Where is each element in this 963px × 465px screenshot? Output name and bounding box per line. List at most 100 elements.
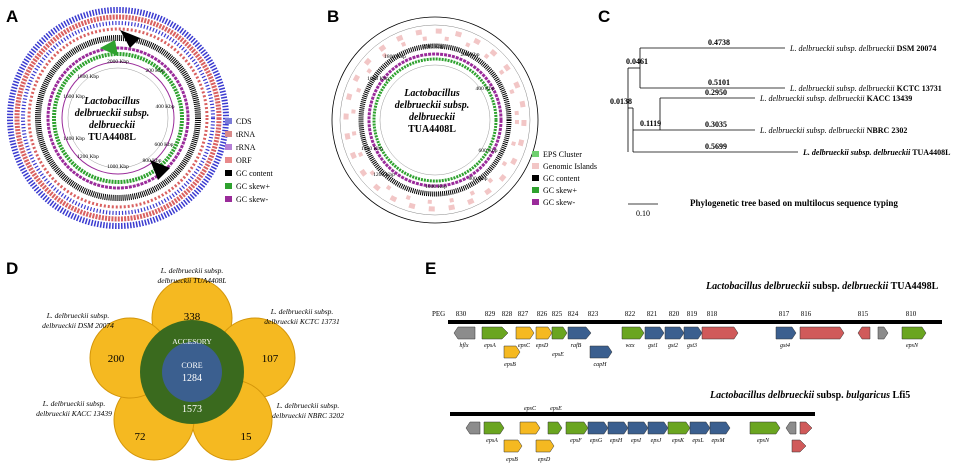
peg-number: 827	[518, 310, 529, 318]
petal-title: delbrueckii NBRC 3202	[272, 411, 344, 420]
gene-epsE	[551, 326, 568, 340]
panel-b-genome-map	[331, 16, 539, 224]
tick-label: 1000 Kbp	[107, 164, 129, 170]
peg-number: 829	[485, 310, 496, 318]
core-label: CORE	[181, 361, 202, 370]
gene-gst1	[644, 326, 665, 340]
panel-c-labels: 0.4738 0.5101 0.2950 0.3035 0.5699 0.046…	[610, 38, 950, 218]
petal-count: 72	[135, 431, 146, 443]
panel-c-letter: C	[598, 7, 610, 26]
internal-node-value: 0.1119	[640, 119, 661, 128]
tree-caption: Phylogenetic tree based on multilocus se…	[690, 198, 898, 208]
panel-a-title-line1: Lactobacillus	[83, 96, 140, 107]
cluster-2-genes	[465, 421, 813, 453]
panel-b-legend: EPS Cluster Genomic Islands GC content G…	[532, 150, 597, 207]
petal-title: delbrueckii KCTC 13731	[264, 317, 339, 326]
tick-label: 400 Kbp	[155, 104, 174, 110]
peg-number: 821	[647, 310, 658, 318]
panel-d-letter: D	[6, 259, 18, 278]
peg-number: 819	[687, 310, 698, 318]
petal-count: 338	[184, 311, 201, 323]
gene-epsA	[481, 326, 509, 340]
tick-label: 200 Kbp	[460, 52, 479, 58]
petal-title: delbrueckii DSM 20074	[42, 321, 114, 330]
gene-label: gst1	[648, 343, 658, 349]
legend-gc-skew-minus: GC skew-	[236, 195, 269, 204]
panel-b-title-line2: delbrueckii subsp.	[395, 100, 469, 111]
gene-label: wzx	[626, 343, 635, 349]
petal-count: 200	[108, 353, 125, 365]
peg-number: 823	[588, 310, 599, 318]
cluster-2-gene-labels: epsA epsB epsC epsD epsE epsF epsG epsH …	[486, 406, 770, 463]
core-count: 1284	[182, 373, 202, 384]
cluster-title-2: Lactobacillus delbrueckii subsp. bulgari…	[709, 390, 910, 401]
peg-number: 815	[858, 310, 869, 318]
gene-capH	[589, 345, 613, 359]
legend-genomic-islands: Genomic Islands	[543, 162, 597, 171]
gene-label: hflx	[460, 342, 469, 349]
gene-label: epsI	[631, 438, 642, 444]
branch-length: 0.2950	[705, 88, 727, 97]
tick-label: 1600 Kbp	[367, 76, 389, 82]
accessory-count: 1573	[182, 404, 202, 415]
tick-label: 800 Kbp	[142, 158, 161, 164]
tick-label: 600 Kbp	[154, 142, 173, 148]
tick-label: 800 Kbp	[468, 176, 487, 182]
panel-d-labels: ACCESORY CORE 1284 1573 338 107 15 72 20…	[36, 266, 344, 443]
gene-label: epsC	[518, 343, 531, 349]
branch-length: 0.3035	[705, 120, 727, 129]
tick-label: 200 Kbp	[145, 68, 164, 74]
taxon-kacc13439: L. delbrueckii subsp. delbrueckii KACC 1…	[759, 94, 912, 103]
petal-title: L. delbrueckii subsp.	[42, 399, 106, 408]
gene-815	[857, 326, 871, 340]
tree-scale-label: 0.10	[636, 209, 650, 218]
legend-gc-skew-plus: GC skew+	[543, 186, 578, 195]
gene-label: gst3	[687, 343, 697, 349]
panel-c-tree	[627, 47, 798, 205]
panel-a-legend: CDS tRNA rRNA ORF GC content GC skew+ GC…	[225, 117, 273, 204]
gene-label: epsE	[550, 406, 562, 412]
gene-label: epsL	[692, 438, 704, 444]
legend-trna: tRNA	[236, 130, 255, 139]
gene-label: epsG	[590, 438, 603, 444]
gene-gst3	[683, 326, 703, 340]
panel-a-letter: A	[6, 7, 18, 26]
tick-label: 1800 Kbp	[384, 54, 406, 60]
gene-label: epsA	[484, 343, 496, 349]
branch-length: 0.4738	[708, 38, 730, 47]
taxon-tua4408l: L. delbrueckii subsp. delbrueckii TUA440…	[802, 148, 950, 157]
tick-label: 1600 Kbp	[63, 94, 85, 100]
legend-orf: ORF	[236, 156, 252, 165]
peg-label: PEG	[432, 310, 445, 318]
tick-label: 2000 Kbp	[107, 59, 129, 65]
internal-node-value: 0.0461	[626, 57, 648, 66]
petal-title: L. delbrueckii subsp.	[276, 401, 340, 410]
gene-label: epsC	[524, 406, 537, 412]
gene-label: epsF	[570, 438, 582, 444]
gene-rafB	[567, 326, 592, 340]
peg-number: 830	[456, 310, 467, 318]
gene-epsD	[535, 326, 553, 340]
gene-label: rafB	[571, 342, 582, 349]
petal-title: L. delbrueckii subsp.	[46, 311, 110, 320]
taxon-nbrc2302: L. delbrueckii subsp. delbrueckii NBRC 2…	[759, 126, 907, 135]
panel-b-ticks: 2000 Kbp 200 Kbp 1800 Kbp 1600 Kbp 400 K…	[361, 44, 498, 190]
tick-label: 400 Kbp	[475, 86, 494, 92]
gene-818	[701, 326, 739, 340]
panel-a-center-title: Lactobacillus delbrueckii subsp. delbrue…	[75, 96, 149, 143]
legend-rrna: rRNA	[236, 143, 256, 152]
gene-label: capH	[594, 362, 608, 368]
cluster-title-1: Lactobacillus delbrueckii subsp. delbrue…	[705, 281, 939, 292]
tick-label: 1800 Kbp	[77, 74, 99, 80]
gene-epsC	[515, 326, 535, 340]
gene-label: epsH	[610, 438, 623, 444]
gene-label: epsB	[506, 457, 518, 463]
gene-label: epsD	[538, 457, 551, 463]
panel-a-genome-map	[7, 7, 229, 229]
gene-gst2	[664, 326, 685, 340]
internal-node-value: 0.0138	[610, 97, 632, 106]
gene-label: epsN	[757, 438, 770, 444]
gene-label: epsN	[906, 343, 919, 349]
petal-title: L. delbrueckii subsp.	[160, 266, 224, 275]
